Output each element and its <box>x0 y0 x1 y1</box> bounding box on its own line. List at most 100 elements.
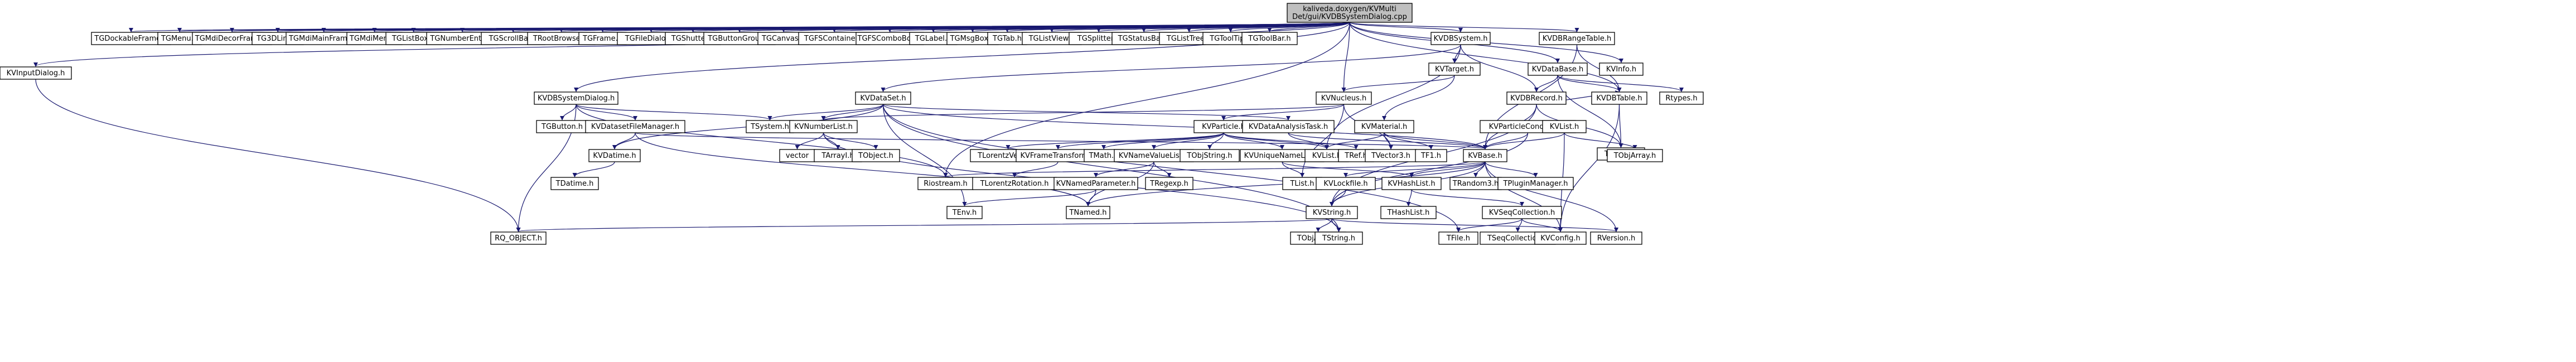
header-node-trootbrowser[interactable]: TRootBrowser.h <box>527 32 596 45</box>
header-node-tvector3[interactable]: TVector3.h <box>1365 149 1417 162</box>
header-node-tnamed[interactable]: TNamed.h <box>1066 206 1110 219</box>
header-node-thashlist[interactable]: THashList.h <box>1380 206 1437 219</box>
header-node-tpluginmanager[interactable]: TPluginManager.h <box>1497 177 1574 190</box>
edge-root-to-kvdbsystem <box>1349 22 1463 32</box>
header-node-kvdbrangetable[interactable]: KVDBRangeTable.h <box>1539 32 1615 45</box>
header-node-tgcanvas[interactable]: TGCanvas.h <box>757 32 810 45</box>
header-node-kvdatime[interactable]: KVDatime.h <box>588 149 641 162</box>
header-node-label: TGToolBar.h <box>1248 35 1291 43</box>
header-node-kvdbrecord[interactable]: KVDBRecord.h <box>1506 91 1567 105</box>
header-node-tgbutton[interactable]: TGButton.h <box>536 120 588 133</box>
header-node-label: TGCanvas.h <box>761 35 805 43</box>
header-node-tf1[interactable]: TF1.h <box>1415 149 1447 162</box>
header-node-label: RQ_OBJECT.h <box>495 234 542 243</box>
header-node-label: TVector3.h <box>1371 152 1410 160</box>
header-node-tobject[interactable]: TObject.h <box>852 149 900 162</box>
header-node-kvbase[interactable]: KVBase.h <box>1463 149 1507 162</box>
edge-kvbase-to-kvhashlist <box>1409 161 1486 177</box>
header-node-tgfscombo[interactable]: TGFSComboBox.h <box>856 32 924 45</box>
header-node-tdatime[interactable]: TDatime.h <box>550 177 599 190</box>
header-node-rq_object[interactable]: RQ_OBJECT.h <box>490 231 547 245</box>
header-node-kvstring[interactable]: KVString.h <box>1306 206 1358 219</box>
header-node-tgnumentry[interactable]: TGNumberEntry.h <box>426 32 499 45</box>
header-node-kvdbtable[interactable]: KVDBTable.h <box>1591 91 1647 105</box>
header-node-kvseqcollection[interactable]: KVSeqCollection.h <box>1482 206 1562 219</box>
edge-kvmaterial-to-tf1 <box>1384 132 1433 149</box>
header-node-tgtab[interactable]: TGTab.h <box>987 32 1027 45</box>
header-node-kvnamedparameter[interactable]: KVNamedParameter.h <box>1053 177 1138 190</box>
header-node-kvdatabase[interactable]: KVDataBase.h <box>1528 62 1588 76</box>
header-node-tgbuttongroup[interactable]: TGButtonGroup.h <box>703 32 776 45</box>
header-node-tglabel[interactable]: TGLabel.h <box>909 32 958 45</box>
header-node-tgframe[interactable]: TGFrame.h <box>578 32 627 45</box>
edge-kvdatasetfilemanager-to-kvbase <box>635 132 1487 149</box>
header-node-tlist[interactable]: TList.h <box>1282 177 1322 190</box>
header-node-kvdatasetfilemanager[interactable]: KVDatasetFileManager.h <box>585 120 685 133</box>
header-node-kvnamevaluelist[interactable]: KVNameValueList.h <box>1114 149 1194 162</box>
header-node-kvlist2[interactable]: KVList.h <box>1304 149 1349 162</box>
header-node-label: KVHashList.h <box>1388 180 1435 188</box>
header-node-tsystem[interactable]: TSystem.h <box>746 120 794 133</box>
header-node-tmath[interactable]: TMath.h <box>1084 149 1124 162</box>
header-node-kvdbsystemdialog[interactable]: KVDBSystemDialog.h <box>534 91 618 105</box>
header-node-label: KVLockfile.h <box>1323 180 1367 188</box>
header-node-kvdataanalysistask[interactable]: KVDataAnalysisTask.h <box>1242 120 1335 133</box>
header-node-kvlocklist[interactable]: KVLockfile.h <box>1316 177 1376 190</box>
edge-kvdbrangetable-to-kvdbtable <box>1576 44 1622 92</box>
header-node-kvlist[interactable]: KVList.h <box>1542 120 1587 133</box>
header-node-tobjarray[interactable]: TObjArray.h <box>1607 149 1663 162</box>
header-node-label: TGTab.h <box>992 35 1022 43</box>
header-node-kvnucleus[interactable]: KVNucleus.h <box>1316 91 1372 105</box>
header-node-kvhashlist[interactable]: KVHashList.h <box>1381 177 1442 190</box>
header-node-label: KVList.h <box>1550 123 1579 131</box>
header-node-tregexp[interactable]: TRegexp.h <box>1145 177 1193 190</box>
header-node-label: TGNumberEntry.h <box>429 35 494 43</box>
edge-kvseqcollection-to-kvconfig <box>1521 218 1563 232</box>
header-node-kvconfig[interactable]: KVConfig.h <box>1534 231 1587 245</box>
header-node-kvinputdialog[interactable]: KVInputDialog.h <box>0 66 72 80</box>
header-node-kvnumberlist[interactable]: KVNumberList.h <box>789 120 858 133</box>
header-node-tgdock[interactable]: TGDockableFrame.h <box>91 32 171 45</box>
header-node-kvparticle[interactable]: KVParticle.h <box>1193 120 1254 133</box>
edge-kvtarget-to-kvnucleus <box>1341 75 1455 92</box>
edge-kvdataanalysistask-to-kvbase <box>1288 132 1487 149</box>
edge-kvparticle-to-tref <box>1223 132 1359 149</box>
header-node-tgfscontainer[interactable]: TGFSContainer.h <box>798 32 871 45</box>
header-node-label: KVInfo.h <box>1606 65 1636 74</box>
header-node-kvdbsystem[interactable]: KVDBSystem.h <box>1430 32 1491 45</box>
edge-kvparticlecondition-to-kvbase <box>1483 132 1529 149</box>
header-node-tlorentzrotation[interactable]: TLorentzRotation.h <box>972 177 1057 190</box>
edge-kvnucleus-to-kvparticle <box>1221 104 1345 120</box>
header-node-kvinfo[interactable]: KVInfo.h <box>1599 62 1644 76</box>
edge-kvhashlist-to-kvseqcollection <box>1411 189 1524 206</box>
header-node-tgmsgbox[interactable]: TGMsgBox.h <box>946 32 999 45</box>
header-node-riostream[interactable]: Riostream.h <box>917 177 974 190</box>
header-node-label: KVDatime.h <box>593 152 636 160</box>
header-node-rtypes[interactable]: Rtypes.h <box>1659 91 1704 105</box>
root-file-node[interactable]: kaliveda.doxygen/KVMultiDet/gui/KVDBSyst… <box>1287 3 1413 23</box>
header-node-kvdataset[interactable]: KVDataSet.h <box>855 91 911 105</box>
header-node-tfile[interactable]: TFile.h <box>1438 231 1478 245</box>
header-node-label: TGListBox.h <box>392 35 435 43</box>
header-node-kvtarget[interactable]: KVTarget.h <box>1428 62 1481 76</box>
header-node-tglistview[interactable]: TGListView.h <box>1022 32 1082 45</box>
header-node-trandom3[interactable]: TRandom3.h <box>1449 177 1502 190</box>
header-node-label: TRef.h <box>1344 152 1367 160</box>
header-node-tenv[interactable]: TEnv.h <box>946 206 983 219</box>
edge-kvdbsystemdialog-to-kvdatasetfilemanager <box>576 104 637 120</box>
header-node-vector[interactable]: vector <box>779 149 815 162</box>
header-node-tref[interactable]: TRef.h <box>1338 149 1374 162</box>
header-node-kvmaterial[interactable]: KVMaterial.h <box>1354 120 1414 133</box>
header-node-tstring[interactable]: TString.h <box>1314 231 1363 245</box>
header-node-tgtoolbar[interactable]: TGToolBar.h <box>1241 32 1298 45</box>
header-node-kvuniquenamelist[interactable]: KVUniqueNameList.h <box>1240 149 1325 162</box>
edge-kvdatasetfilemanager-to-kvdatime <box>612 132 636 149</box>
header-node-label: KVConfig.h <box>1540 234 1581 243</box>
header-node-tobjstring[interactable]: TObjString.h <box>1180 149 1240 162</box>
header-node-tgmenu[interactable]: TGMenu.h <box>157 32 202 45</box>
edge-kvdbsystem-to-kvdataset <box>881 44 1461 92</box>
edge-kvdbtable-to-kvconfig <box>1558 104 1620 232</box>
header-node-tgmdimain[interactable]: TGMdiMainFrame.h <box>286 32 362 45</box>
header-node-tarrayi[interactable]: TArrayI.h <box>814 149 862 162</box>
header-node-riosversion[interactable]: RVersion.h <box>1590 231 1642 245</box>
